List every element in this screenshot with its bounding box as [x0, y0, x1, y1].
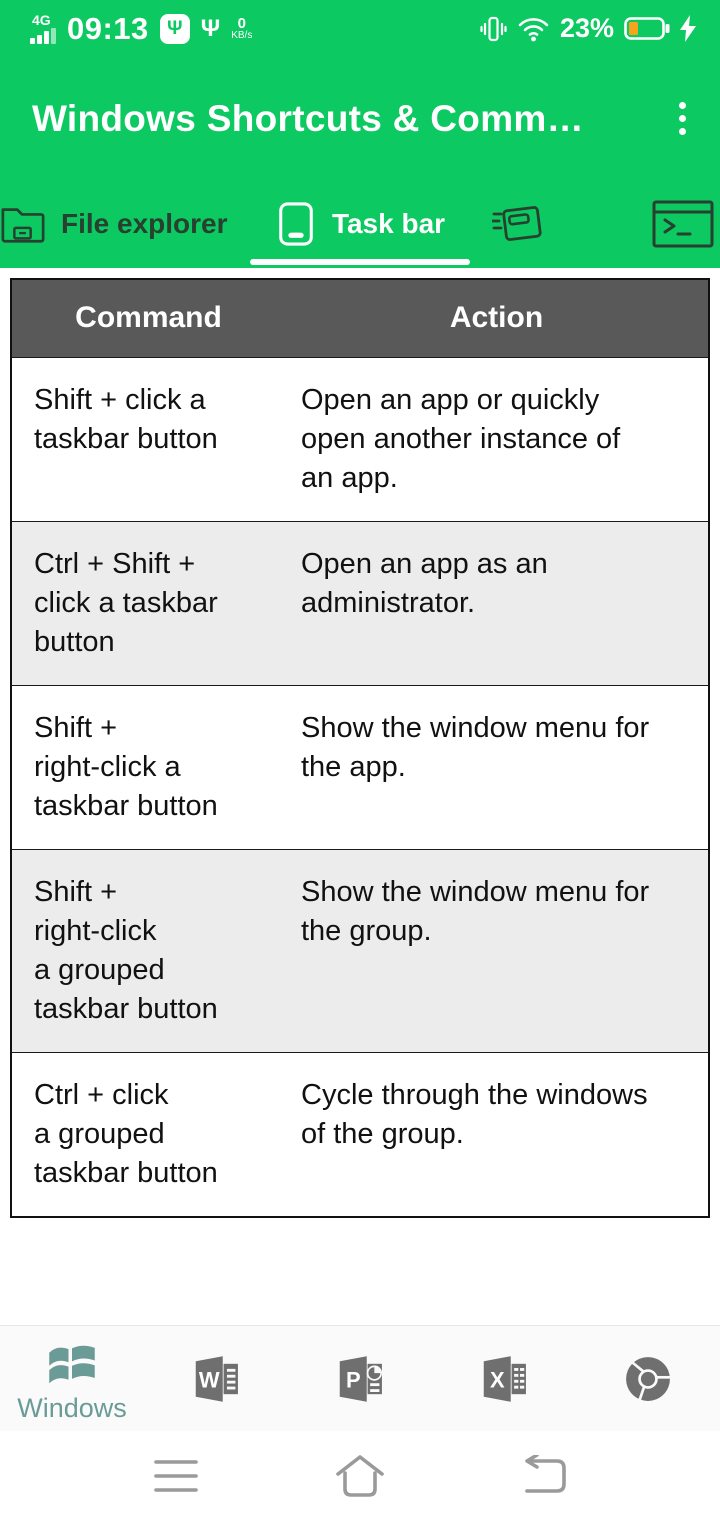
terminal-icon	[652, 200, 714, 248]
action-cell: Show the window menu for the group.	[285, 848, 709, 1052]
table-row: Shift + right-click a grouped taskbar bu…	[11, 848, 709, 1052]
clock: 09:13	[67, 10, 149, 46]
usb-tethering-icon: Ψ	[159, 13, 190, 44]
shortcuts-table: Command Action Shift + click a taskbar b…	[10, 278, 710, 1218]
tab-bar: File explorer Task bar	[0, 180, 720, 268]
column-header-command: Command	[11, 279, 285, 357]
powerpoint-logo-icon: P	[339, 1355, 382, 1402]
back-button[interactable]	[518, 1450, 570, 1502]
table-row: Ctrl + click a grouped taskbar button Cy…	[11, 1051, 709, 1217]
app-header: Windows Shortcuts & Comm…	[0, 57, 720, 180]
action-cell: Open an app as an administrator.	[285, 520, 709, 685]
command-cell: Shift + right-click a taskbar button	[11, 684, 285, 849]
battery-percent-label: 23%	[559, 13, 614, 43]
bottom-tab-word[interactable]: W	[144, 1352, 288, 1406]
file-cabinet-icon	[1, 208, 45, 243]
status-bar: 4G 09:13 Ψ Ψ 0 KB/s 23%	[0, 0, 720, 57]
bottom-tab-chrome[interactable]	[576, 1352, 720, 1406]
command-cell: Ctrl + Shift + click a taskbar button	[11, 520, 285, 685]
taskbar-window-icon	[279, 202, 313, 246]
usb-icon: Ψ	[200, 14, 221, 42]
action-cell: Cycle through the windows of the group.	[285, 1051, 709, 1217]
wifi-icon	[518, 18, 549, 42]
menu-icon	[154, 1459, 198, 1492]
tab-file-explorer[interactable]: File explorer	[0, 180, 248, 268]
svg-text:X: X	[490, 1367, 505, 1392]
bottom-tab-excel[interactable]: X	[432, 1352, 576, 1406]
signal-bars-icon	[30, 28, 56, 44]
word-logo-icon: W	[195, 1355, 238, 1402]
command-cell: Shift + right-click a grouped taskbar bu…	[11, 848, 285, 1052]
table-header-row: Command Action	[11, 279, 709, 357]
bottom-tab-label: Windows	[17, 1392, 127, 1423]
run-dialog-icon	[492, 206, 542, 241]
bottom-tab-windows[interactable]: Windows	[0, 1336, 144, 1422]
table-row: Ctrl + Shift + click a taskbar button Op…	[11, 520, 709, 685]
signal-icon: 4G	[30, 13, 56, 44]
table-row: Shift + right-click a taskbar button Sho…	[11, 684, 709, 849]
home-button[interactable]	[334, 1450, 386, 1502]
excel-logo-icon: X	[483, 1355, 526, 1402]
action-cell: Open an app or quickly open another inst…	[285, 356, 709, 521]
chrome-logo-icon	[626, 1356, 670, 1401]
bottom-app-tabs: Windows W P	[0, 1325, 720, 1431]
tab-run[interactable]	[472, 180, 644, 268]
recents-menu-button[interactable]	[150, 1450, 202, 1502]
tab-label: File explorer	[61, 208, 228, 239]
column-header-action: Action	[285, 279, 709, 357]
command-cell: Ctrl + click a grouped taskbar button	[11, 1051, 285, 1217]
data-rate-indicator: 0 KB/s	[231, 15, 253, 41]
svg-text:P: P	[346, 1367, 361, 1392]
network-type-label: 4G	[32, 12, 51, 28]
overflow-menu-icon[interactable]	[671, 92, 694, 145]
svg-text:W: W	[199, 1367, 220, 1392]
battery-icon	[624, 17, 670, 40]
back-icon	[525, 1454, 566, 1493]
bottom-tab-powerpoint[interactable]: P	[288, 1352, 432, 1406]
android-nav-bar	[0, 1431, 720, 1520]
vibrate-icon	[480, 16, 507, 41]
tab-cmd[interactable]	[644, 180, 720, 268]
windows-logo-icon	[49, 1345, 95, 1383]
home-icon	[336, 1454, 384, 1497]
action-cell: Show the window menu for the app.	[285, 684, 709, 849]
tab-label: Task bar	[331, 208, 446, 239]
command-cell: Shift + click a taskbar button	[11, 356, 285, 521]
charging-bolt-icon	[680, 15, 696, 42]
tab-task-bar[interactable]: Task bar	[248, 180, 472, 268]
page-title: Windows Shortcuts & Comm…	[32, 97, 584, 139]
active-tab-indicator	[250, 259, 470, 265]
table-row: Shift + click a taskbar button Open an a…	[11, 356, 709, 521]
